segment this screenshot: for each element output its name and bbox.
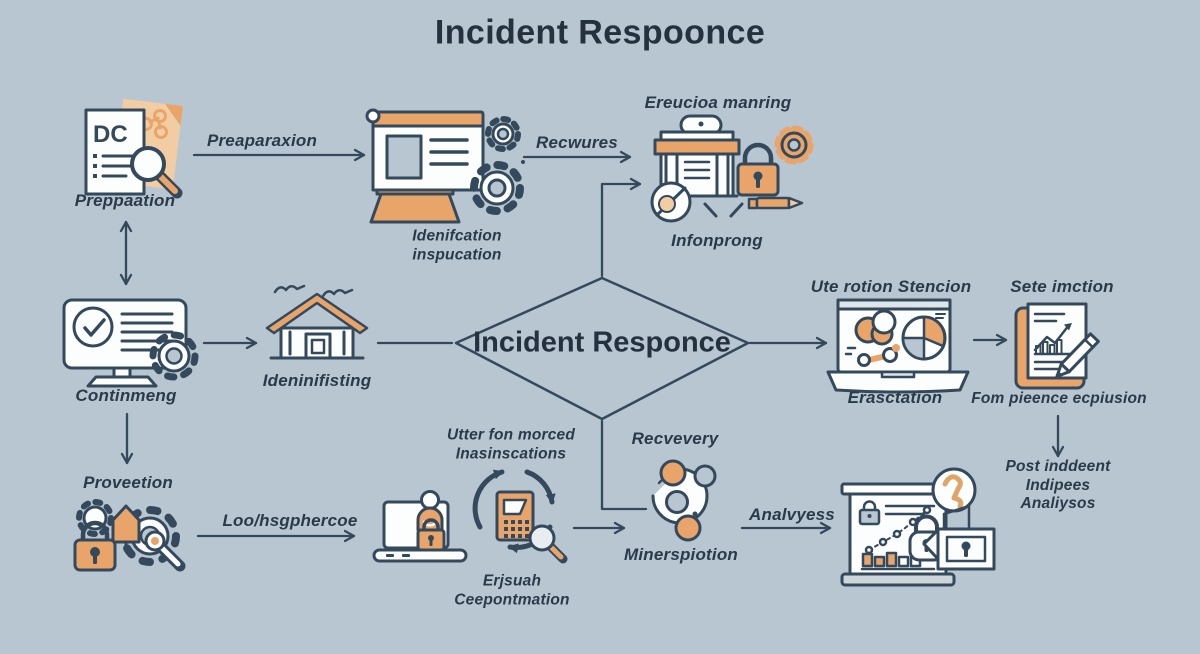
calculator-icon: [495, 490, 535, 542]
checkmark-icon: [72, 306, 114, 348]
decision-label: Incident Responce: [473, 326, 731, 359]
node-label-recovery-top: Recvevery: [631, 429, 719, 448]
page-title: Incident Respoonce: [434, 13, 766, 52]
person-head: [420, 490, 440, 510]
node-label-investigation-top: Utter fon morced Inasinscations: [446, 426, 576, 462]
arrow-label-log: Loo/hsgphercoe: [222, 511, 358, 530]
base-mark: [386, 554, 394, 557]
phone-circle-icon: [931, 467, 977, 513]
recovery-circles-icon: [651, 459, 717, 542]
eradication-laptop-icon: [826, 298, 970, 394]
node-label-lessons-bottom: Fom pieence ecpiusion: [971, 390, 1147, 407]
screen-lines: [429, 138, 469, 166]
projector-top-bar: [371, 110, 485, 128]
board-bottom-bar: [840, 572, 956, 587]
gear-icon: [149, 331, 199, 381]
lock-icon: [858, 500, 881, 526]
preparation-document-icon: DC: [84, 98, 183, 199]
lessons-notebook-icon: [1014, 302, 1100, 390]
pencil-icon: [1055, 332, 1100, 378]
base-mark: [402, 554, 410, 557]
door-window: [310, 338, 326, 355]
node-label-eradication-bottom: Erasctation: [847, 388, 943, 407]
node-label-containment: Continmeng: [75, 386, 177, 405]
node-label-identification: Idenifcation inspucation: [412, 227, 502, 263]
dotted-line-chart: [864, 505, 932, 555]
arrow-label-preparation: Preaparaxion: [206, 131, 318, 150]
lock-icon: [73, 520, 117, 572]
house-roof: [265, 292, 369, 335]
pie-chart-icon: [901, 315, 947, 361]
venn-blobs-icon: [854, 309, 897, 346]
identification-projector-icon: [365, 108, 525, 224]
gear-icon: [485, 116, 521, 152]
protection-gears-icon: [73, 499, 186, 572]
bird-icon: [273, 284, 306, 294]
analysis-board-icon: [840, 467, 996, 587]
connector-decision-to-containment-planning: [600, 177, 642, 278]
gear-icon: [470, 160, 525, 215]
investigation-cycle-icon: [472, 469, 568, 564]
dumbbell-icon: [857, 344, 900, 367]
containment-monitor-icon: [62, 298, 199, 388]
node-circle: [674, 514, 702, 542]
laptop-base: [372, 548, 468, 563]
node-circle: [665, 490, 689, 514]
projector-base: [369, 192, 461, 224]
arrow-label-requires: Recwures: [536, 133, 618, 152]
secure-frame-icon: [922, 504, 996, 571]
magnifier-icon: [130, 146, 183, 199]
dash-mark: [729, 202, 744, 218]
target-circle-icon: [650, 181, 692, 223]
screen-panel: [385, 134, 423, 180]
monitor-base: [86, 375, 158, 388]
gear-icon: [774, 125, 814, 165]
node-label-lessons-top: Sete imction: [1010, 277, 1114, 296]
node-label-containment-planning-bottom: Infonprong: [671, 231, 763, 250]
bar-chart-icon: [1035, 339, 1063, 355]
containment-planning-building-icon: [650, 114, 814, 223]
bar-chart-icon: [860, 551, 936, 571]
projector-knob: [365, 108, 381, 124]
monitoring-laptop-person-icon: [372, 490, 468, 563]
node-label-post-incident: Post inddeent Indipees Analiysos: [1005, 458, 1111, 513]
node-label-preparation: Preppaation: [74, 191, 176, 210]
node-label-identifying: Ideninifisting: [262, 371, 372, 390]
bird-icon: [321, 288, 354, 298]
node-label-eradication-top: Ute rotion Stencion: [810, 277, 972, 296]
arrow-label-analysis: Analvyess: [749, 505, 835, 524]
identifying-house-icon: [265, 284, 369, 360]
document-page: [84, 108, 146, 196]
shield-house-icon: [111, 504, 141, 552]
node-dot: [692, 511, 698, 517]
pencil-icon: [747, 196, 804, 210]
node-label-protection: Proveetion: [83, 473, 173, 492]
node-label-investigation-bottom: Erjsuah Ceepontmation: [454, 572, 570, 608]
laptop-base: [826, 370, 970, 394]
magnifier-icon: [528, 524, 568, 564]
node-circle: [693, 464, 717, 488]
screen-top-strip: [836, 298, 952, 311]
decision-diamond-shape: [454, 276, 750, 421]
document-lines: [93, 154, 134, 178]
node-label-recovery-bottom: Minerspiotion: [623, 545, 739, 564]
document-text: DC: [93, 121, 128, 148]
node-circle: [659, 459, 687, 487]
wrench-icon: [144, 530, 186, 572]
dash-mark: [703, 202, 718, 218]
lock-icon: [736, 142, 780, 197]
laptop-notch: [880, 370, 916, 379]
node-label-containment-planning-top: Ereucioa manring: [644, 93, 792, 112]
connector-decision-to-recovery: [600, 419, 648, 511]
